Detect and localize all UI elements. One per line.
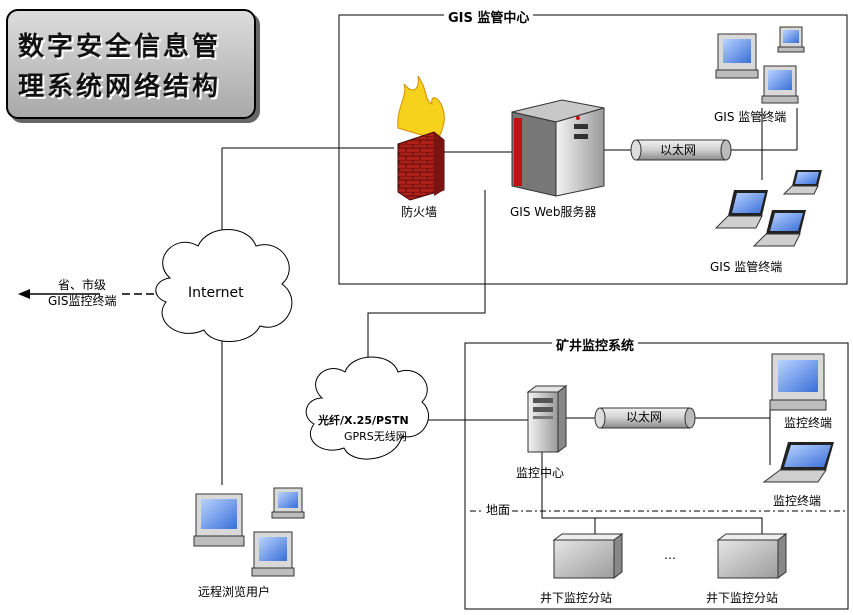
substation-label-1: 井下监控分站 bbox=[540, 591, 613, 605]
ethernet-label-mine: 以太网 bbox=[626, 410, 663, 424]
remote-gis-arrow bbox=[18, 289, 160, 299]
monitor-terminal-label-2: 监控终端 bbox=[773, 494, 822, 508]
gis-center-frame bbox=[338, 14, 848, 285]
monitor-icon bbox=[769, 353, 827, 411]
monitor-icon bbox=[715, 33, 759, 79]
monitoring-center-label: 监控中心 bbox=[516, 466, 565, 480]
monitor-icon bbox=[251, 531, 295, 577]
laptop-icon bbox=[782, 170, 822, 195]
laptop-icon bbox=[762, 442, 834, 483]
substation-box-2 bbox=[716, 533, 788, 579]
laptop-icon bbox=[752, 210, 806, 247]
mine-system-frame bbox=[464, 342, 849, 610]
diagram-title-line2: 理系统网络结构 bbox=[18, 72, 222, 102]
ellipsis: … bbox=[664, 548, 676, 562]
substation-box-1 bbox=[552, 533, 624, 579]
internet-cloud bbox=[155, 229, 293, 343]
ground-label: 地面 bbox=[484, 503, 513, 517]
gis-terminals-bottom-label: GIS 监管终端 bbox=[710, 260, 783, 274]
server-label: GIS Web服务器 bbox=[510, 205, 597, 219]
ethernet-cylinder-top bbox=[630, 139, 732, 161]
gis-center-title: GIS 监管中心 bbox=[444, 7, 534, 26]
network-cloud bbox=[305, 356, 429, 460]
monitoring-center-icon bbox=[526, 385, 568, 453]
ethernet-label-top: 以太网 bbox=[660, 143, 697, 157]
monitor-icon bbox=[777, 26, 805, 53]
laptop-icon bbox=[714, 190, 768, 229]
remote-gis-label-line1: 省、市级 bbox=[58, 278, 107, 292]
title-plate bbox=[6, 9, 256, 119]
firewall-icon bbox=[397, 75, 445, 201]
internet-label: Internet bbox=[188, 285, 244, 301]
network-cloud-line1: 光纤/X.25/PSTN bbox=[318, 414, 409, 427]
diagram-title-line1: 数字安全信息管 bbox=[18, 32, 222, 62]
ethernet-cylinder-mine bbox=[594, 407, 696, 429]
monitor-terminal-label-1: 监控终端 bbox=[784, 416, 833, 430]
gis-terminals-top-label: GIS 监管终端 bbox=[714, 110, 787, 124]
monitor-icon bbox=[193, 493, 245, 547]
remote-gis-label-line2: GIS监控终端 bbox=[48, 294, 117, 308]
monitor-icon bbox=[761, 65, 799, 104]
firewall-label: 防火墙 bbox=[401, 205, 438, 219]
monitor-icon bbox=[271, 487, 305, 519]
mine-system-title: 矿井监控系统 bbox=[552, 335, 639, 354]
connection-lines bbox=[221, 108, 798, 540]
remote-users-label: 远程浏览用户 bbox=[198, 585, 271, 599]
substation-label-2: 井下监控分站 bbox=[706, 591, 779, 605]
server-icon bbox=[511, 99, 605, 197]
network-cloud-line2: GPRS无线网 bbox=[344, 430, 407, 443]
